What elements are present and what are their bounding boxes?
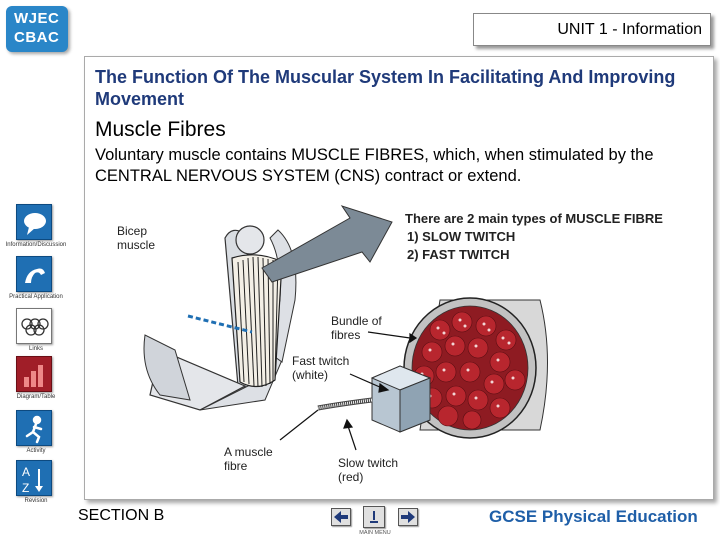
flexed-arm-icon [16,256,52,292]
sidebar-item-label: Revision [24,498,48,504]
section-heading: Muscle Fibres [95,118,226,141]
zoom-arrow-illustration [261,205,393,283]
previous-button[interactable] [331,508,351,526]
fibre-pointer-line [187,314,253,334]
main-menu-label[interactable]: MAIN MENU [359,530,391,536]
main-menu-button[interactable] [363,506,385,528]
info-icon [370,511,378,523]
svg-text:Z: Z [22,481,29,495]
muscle-cross-section-illustration [317,297,548,439]
arrow-left-icon [334,511,348,523]
fibre-types-heading: There are 2 main types of MUSCLE FIBRE [405,211,663,226]
page-title: The Function Of The Muscular System In F… [95,67,676,109]
wjec-logo: WJEC CBAC [6,6,68,52]
bicep-label: Bicep muscle [117,224,156,252]
runner-icon [16,410,52,446]
fibre-types-list: There are 2 main types of MUSCLE FIBRE 1… [405,210,663,264]
svg-text:A: A [22,465,30,479]
sidebar-item-label: Practical Application [9,294,63,300]
sidebar-item-label: Information/Discussion [5,242,67,248]
fibre-type-item: 2) FAST TWITCH [407,247,510,262]
sidebar-item-label: Links [28,346,43,352]
bar-chart-icon [16,356,52,392]
speech-bubble-icon [16,204,52,240]
fast-twitch-label: Fast twitch (white) [292,354,350,382]
olympic-rings-icon [16,308,52,344]
sidebar-item-label: Diagram/Table [16,394,56,400]
next-button[interactable] [398,508,418,526]
section-label: SECTION B [78,507,165,524]
unit-label: UNIT 1 - Information [473,13,711,46]
sidebar-item-label: Activity [26,448,46,454]
fibre-type-item: 1) SLOW TWITCH [407,229,516,244]
label-pointers [279,331,418,451]
bundle-label: Bundle of fibres [331,314,382,342]
bicep-muscle-illustration [231,254,283,388]
intro-paragraph: Voluntary muscle contains MUSCLE FIBRES,… [95,146,654,185]
arrow-right-icon [401,511,415,523]
slow-twitch-label: Slow twitch (red) [338,456,399,484]
muscle-fibre-label: A muscle fibre [224,445,273,473]
brand-label: GCSE Physical Education [489,507,698,526]
